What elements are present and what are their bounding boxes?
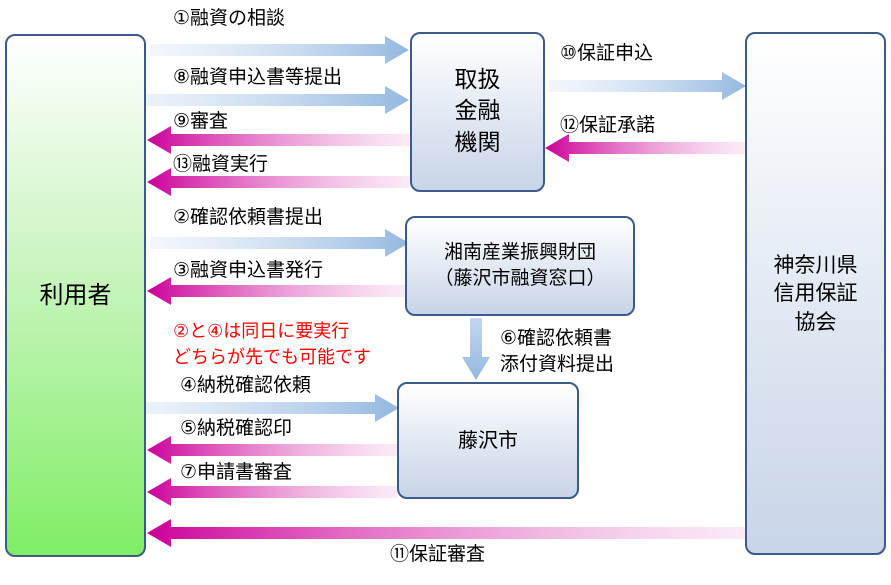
step-10-label: ⑩保証申込 xyxy=(560,42,654,64)
step-12-label: ⑫保証承諾 xyxy=(560,114,656,136)
note-text: ②と④は同日に要実行 どちらが先でも可能です xyxy=(173,321,371,368)
node-foundation-label: 湘南産業振興財団 （藤沢市融資窓口） xyxy=(434,241,606,289)
arrow-step-13 xyxy=(147,168,410,196)
arrow-step-9 xyxy=(147,126,410,154)
node-city-label: 藤沢市 xyxy=(458,428,518,452)
step-3-label: ③融資申込書発行 xyxy=(173,259,324,281)
node-user-label: 利用者 xyxy=(39,281,112,310)
arrow-step-4 xyxy=(105,394,399,422)
step-5-label: ⑤納税確認印 xyxy=(180,417,293,439)
node-foundation: 湘南産業振興財団 （藤沢市融資窓口） xyxy=(405,216,635,316)
node-city: 藤沢市 xyxy=(397,382,579,499)
arrow-step-10 xyxy=(548,72,746,100)
arrow-step-11 xyxy=(147,519,748,547)
node-user: 利用者 xyxy=(5,34,146,557)
arrow-step-7 xyxy=(147,478,397,506)
arrow-step-12 xyxy=(545,134,745,162)
step-6-label: ⑥確認依頼書 添付資料提出 xyxy=(500,327,615,375)
arrow-step-3 xyxy=(147,277,405,305)
node-guarantee: 神奈川県 信用保証 協会 xyxy=(745,32,886,555)
arrow-step-5 xyxy=(147,436,397,464)
arrow-step-6 xyxy=(462,318,490,380)
step-9-label: ⑨審査 xyxy=(173,110,229,132)
step-4-label: ④納税確認依頼 xyxy=(180,374,312,396)
arrow-step-1 xyxy=(150,36,409,64)
step-13-label: ⑬融資実行 xyxy=(173,153,269,175)
arrow-step-2 xyxy=(150,229,409,257)
step-2-label: ②確認依頼書提出 xyxy=(173,206,324,228)
step-1-label: ①融資の相談 xyxy=(173,7,286,29)
node-bank: 取扱 金融 機関 xyxy=(410,32,545,192)
step-8-label: ⑧融資申込書等提出 xyxy=(173,66,343,88)
node-guarantee-label: 神奈川県 信用保証 協会 xyxy=(773,252,858,334)
step-11-label: ⑪保証審査 xyxy=(390,543,486,565)
step-7-label: ⑦申請書審査 xyxy=(180,461,293,483)
arrow-step-8 xyxy=(105,86,409,114)
node-bank-label: 取扱 金融 機関 xyxy=(454,67,501,156)
